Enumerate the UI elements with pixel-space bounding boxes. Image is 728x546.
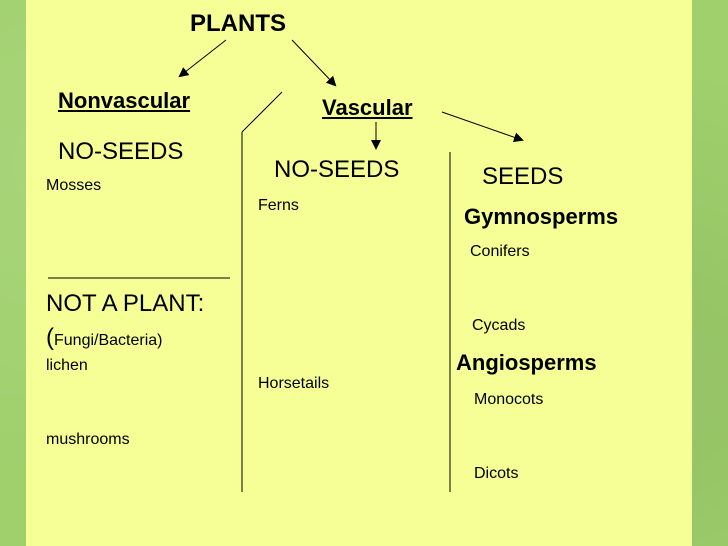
conifers-label: Conifers — [470, 243, 530, 260]
ferns-label: Ferns — [258, 197, 299, 214]
mosses-label: Mosses — [46, 177, 102, 194]
cycads-label: Cycads — [472, 317, 526, 334]
not-a-plant-note: (Fungi/Bacteria) — [46, 326, 163, 350]
dicots-label: Dicots — [474, 465, 519, 482]
not-a-plant-heading: NOT A PLANT: — [46, 290, 205, 317]
divider-nonvascular-vascular — [241, 91, 283, 133]
nonvascular-heading: Nonvascular — [58, 88, 191, 113]
angiosperms-heading: Angiosperms — [456, 350, 597, 375]
arrow-to-nonvascular — [178, 39, 227, 78]
diagram-title: PLANTS — [190, 10, 286, 37]
nonvascular-no-seeds: NO-SEEDS — [58, 138, 184, 165]
vascular-no-seeds: NO-SEEDS — [274, 156, 400, 183]
content-panel — [26, 0, 692, 546]
gymnosperms-heading: Gymnosperms — [464, 204, 619, 229]
monocots-label: Monocots — [474, 391, 544, 408]
horsetails-label: Horsetails — [258, 375, 330, 392]
arrow-to-vascular — [291, 39, 337, 87]
vascular-heading: Vascular — [322, 95, 413, 120]
mushrooms-label: mushrooms — [46, 431, 130, 448]
not-a-plant-paren: ( — [46, 324, 54, 351]
arrow-to-seeds — [441, 111, 524, 143]
not-a-plant-note-text: Fungi/Bacteria) — [54, 332, 163, 349]
lichen-label: lichen — [46, 357, 88, 374]
seeds-heading: SEEDS — [482, 163, 564, 190]
